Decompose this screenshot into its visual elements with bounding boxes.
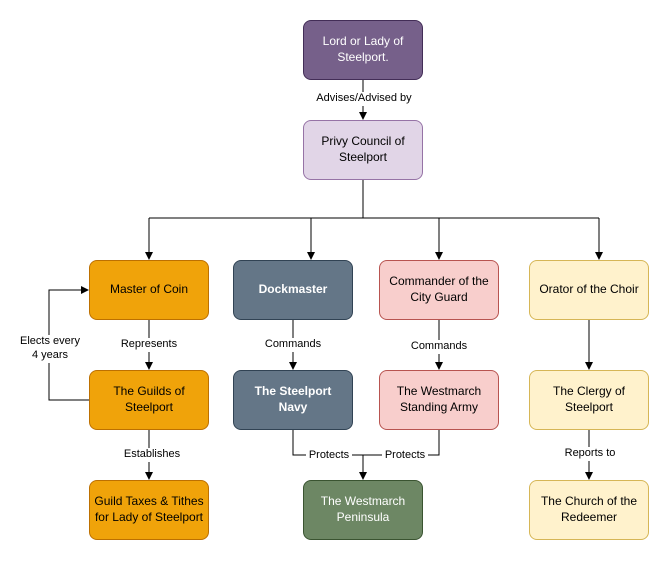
node-master-of-coin[interactable]: Master of Coin [89,260,209,320]
edge-label-advises: Advises/Advised by [311,92,417,106]
node-steelport-navy[interactable]: The Steelport Navy [233,370,353,430]
node-label: Orator of the Choir [539,282,639,297]
edge-privy-branch [149,180,599,219]
node-clergy-of-steelport[interactable]: The Clergy of Steelport [529,370,649,430]
edge-label-represents: Represents [117,338,181,352]
node-label: The Westmarch Peninsula [320,494,406,524]
node-westmarch-standing-army[interactable]: The Westmarch Standing Army [379,370,499,430]
node-commander-city-guard[interactable]: Commander of the City Guard [379,260,499,320]
node-label: The Steelport Navy [254,384,332,414]
node-orator-of-choir[interactable]: Orator of the Choir [529,260,649,320]
node-westmarch-peninsula[interactable]: The Westmarch Peninsula [303,480,423,540]
node-guilds-of-steelport[interactable]: The Guilds of Steelport [89,370,209,430]
node-lord-of-steelport[interactable]: Lord or Lady of Steelport. [303,20,423,80]
node-label: Lord or Lady of Steelport. [322,34,404,64]
node-dockmaster[interactable]: Dockmaster [233,260,353,320]
edge-label-establishes: Establishes [120,448,184,462]
node-guild-taxes-tithes[interactable]: Guild Taxes & Tithes for Lady of Steelpo… [89,480,209,540]
node-label: The Westmarch Standing Army [396,384,482,414]
node-label: The Church of the Redeemer [540,494,638,524]
edge-label-reports: Reports to [562,447,618,461]
node-label: The Clergy of Steelport [552,384,626,414]
edge-label-elects: Elects every 4 years [17,335,83,363]
node-label: Commander of the City Guard [389,274,489,304]
node-label: Master of Coin [109,282,189,297]
node-church-of-redeemer[interactable]: The Church of the Redeemer [529,480,649,540]
node-label: The Guilds of Steelport [113,384,185,414]
edge-label-protects-navy: Protects [306,449,352,463]
node-label: Privy Council of Steelport [321,134,405,164]
edge-label-protects-army: Protects [382,449,428,463]
edge-label-commands-cmdr: Commands [409,340,469,354]
node-privy-council[interactable]: Privy Council of Steelport [303,120,423,180]
node-label: Guild Taxes & Tithes for Lady of Steelpo… [94,494,204,524]
edge-label-commands-dock: Commands [263,338,323,352]
node-label: Dockmaster [258,282,328,297]
